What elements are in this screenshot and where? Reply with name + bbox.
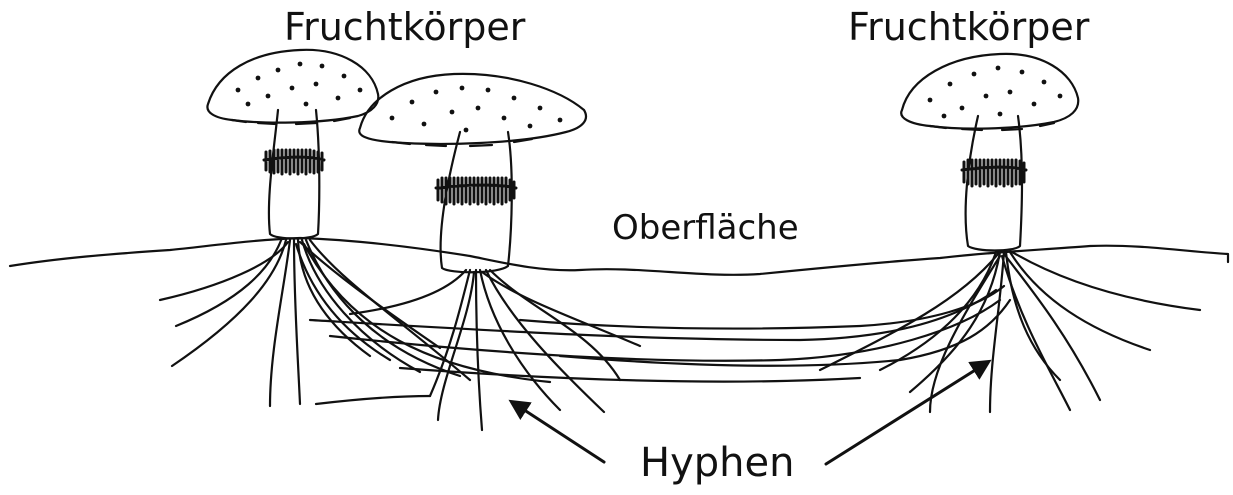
mushroom-2-cap-dots — [390, 86, 563, 133]
mushroom-1-cap-dots — [236, 62, 363, 107]
mushroom-3-ring — [962, 160, 1026, 186]
hyphae-arrow-right — [826, 362, 988, 464]
mushroom-3-cap-dots — [928, 66, 1063, 119]
label-fruiting-body-right: Fruchtkörper — [848, 8, 1089, 46]
mushroom-2-cap — [359, 74, 586, 144]
mushroom-3 — [901, 54, 1078, 251]
label-fruiting-body-left: Fruchtkörper — [284, 8, 525, 46]
mushroom-2 — [359, 74, 586, 272]
hyphae-arrow-left — [512, 402, 604, 462]
mushroom-1-ring — [264, 150, 324, 174]
mushroom-1 — [207, 50, 378, 239]
mushroom-3-stem — [966, 116, 1022, 251]
hyphae-network — [160, 238, 1200, 430]
label-surface: Oberfläche — [612, 211, 799, 245]
label-hyphae: Hyphen — [640, 443, 794, 483]
mushroom-3-cap — [901, 54, 1078, 129]
mushroom-1-stem — [269, 110, 319, 239]
